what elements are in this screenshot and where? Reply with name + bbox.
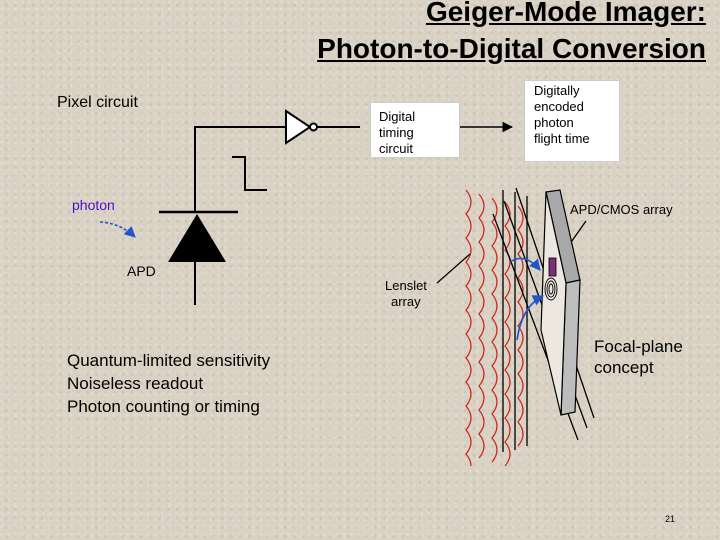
apd-diode-icon [159, 210, 238, 268]
timing-box-line: timing [379, 125, 414, 140]
benefit-item: Quantum-limited sensitivity [67, 351, 271, 370]
title-line-1: Geiger-Mode Imager: [425, 0, 706, 27]
lenslet-pointer-line [436, 253, 471, 284]
page-number: 21 [665, 514, 676, 524]
encoded-output-box: Digitally encoded photon flight time [524, 80, 620, 162]
focal-label-line: Focal-plane [594, 337, 683, 356]
apd-label: APD [127, 263, 156, 279]
lenslet-array-label: Lenslet array [385, 278, 427, 310]
digital-timing-circuit-box: Digital timing circuit [370, 102, 460, 158]
pixel-circuit-label: Pixel circuit [57, 94, 138, 111]
encoded-box-line: photon [534, 115, 574, 130]
title-line-2: Photon-to-Digital Conversion [317, 33, 706, 64]
photon-arrow-icon [99, 221, 136, 238]
benefit-item: Noiseless readout [67, 374, 204, 393]
incoming-photon-arrow [516, 295, 545, 341]
lenslet-label-line: array [391, 294, 421, 309]
focal-plane-concept-label: Focal-plane concept [594, 336, 683, 378]
photon-label: photon [72, 197, 115, 213]
benefits-list: Quantum-limited sensitivity Noiseless re… [67, 349, 270, 418]
encoded-box-line: Digitally [534, 83, 580, 98]
focal-label-line: concept [594, 358, 654, 377]
apd-to-inverter-wire [194, 126, 286, 212]
apd-cmos-array-label: APD/CMOS array [570, 202, 673, 217]
incoming-photon-arrow [509, 257, 541, 271]
apd-cmos-chip-icon [540, 189, 581, 416]
encoded-box-line: flight time [534, 131, 590, 146]
encoded-box-line: encoded [534, 99, 584, 114]
inverter-icon [285, 109, 318, 145]
circuit-wiring [194, 126, 360, 305]
timing-box-line: circuit [379, 141, 413, 156]
timing-box-line: Digital [379, 109, 416, 124]
benefit-item: Photon counting or timing [67, 397, 260, 416]
step-waveform-icon [232, 156, 267, 191]
lenslet-label-line: Lenslet [385, 278, 427, 293]
